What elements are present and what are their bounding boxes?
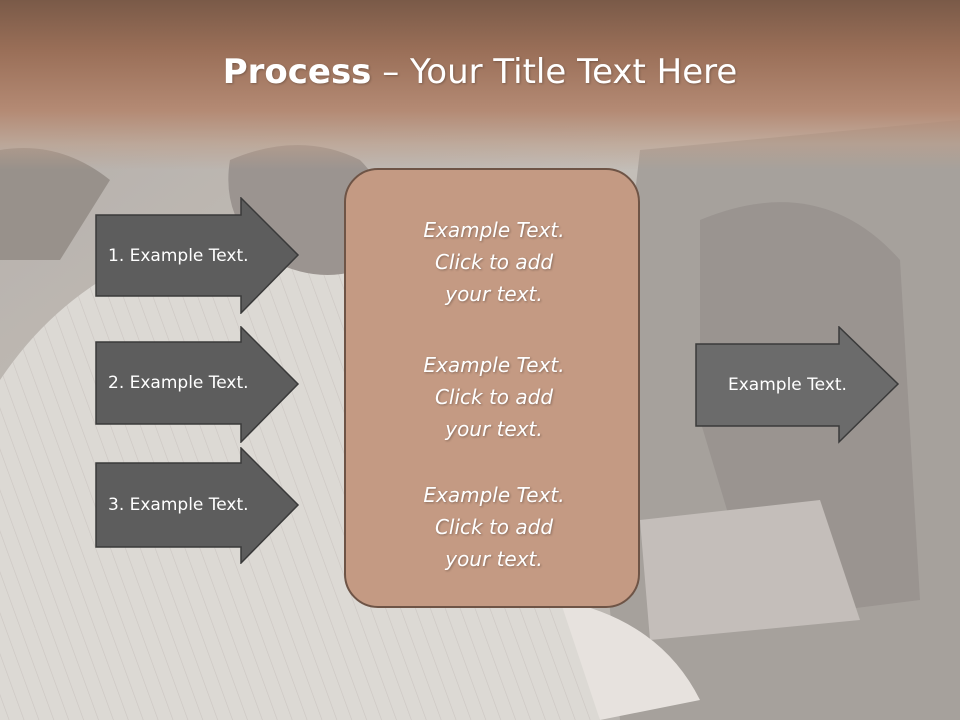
center-text-box[interactable]: Example Text. Click to add your text. Ex… <box>344 168 640 608</box>
left-arrow-1[interactable]: 1. Example Text. <box>95 197 300 314</box>
center-item-1-line-1: Example Text. <box>423 218 565 242</box>
left-arrow-2-label: 2. Example Text. <box>108 373 249 393</box>
title-bold: Process <box>222 52 372 92</box>
slide-title[interactable]: Process – Your Title Text Here <box>0 52 960 92</box>
left-arrow-3-label: 3. Example Text. <box>108 495 249 515</box>
left-arrow-1-label: 1. Example Text. <box>108 245 249 266</box>
center-item-1-line-2: Click to add <box>434 250 554 274</box>
center-item-3-line-1: Example Text. <box>423 483 565 507</box>
left-arrow-2[interactable]: 2. Example Text. <box>95 326 300 443</box>
center-item-3: Example Text. Click to add your text. <box>346 479 642 575</box>
center-item-3-line-3: your text. <box>445 547 543 571</box>
right-arrow-label: Example Text. <box>728 375 847 395</box>
left-arrow-3[interactable]: 3. Example Text. <box>95 447 300 564</box>
center-item-1-line-3: your text. <box>445 282 543 306</box>
center-item-2-line-3: your text. <box>445 417 543 441</box>
center-item-2: Example Text. Click to add your text. <box>346 349 642 445</box>
title-band <box>0 0 960 170</box>
right-arrow[interactable]: Example Text. <box>695 326 900 444</box>
center-item-2-line-2: Click to add <box>434 385 554 409</box>
center-item-1: Example Text. Click to add your text. <box>346 214 642 310</box>
center-item-2-line-1: Example Text. <box>423 353 565 377</box>
center-item-3-line-2: Click to add <box>434 515 554 539</box>
title-rest: – Your Title Text Here <box>371 52 738 92</box>
